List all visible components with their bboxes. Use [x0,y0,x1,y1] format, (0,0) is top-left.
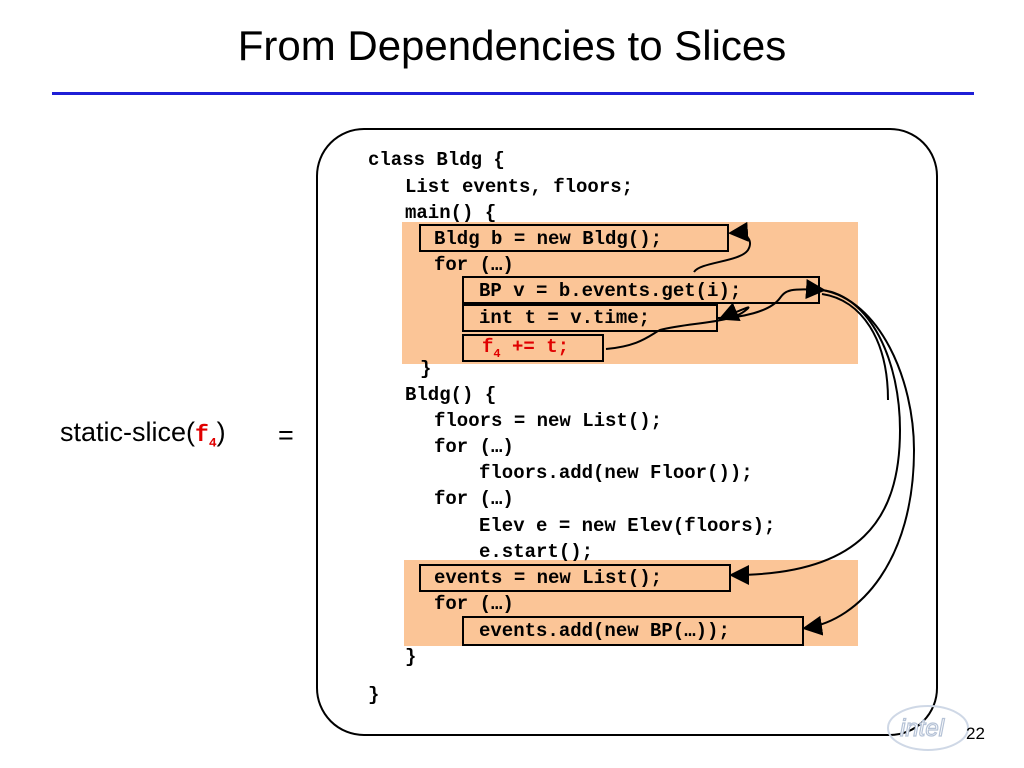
slice-box-criterion [462,334,604,362]
equals-sign: = [278,420,294,450]
code-line: class Bldg { [368,149,505,171]
slide-title: From Dependencies to Slices [237,22,787,69]
code-panel [316,128,938,736]
slice-box-time [462,304,718,332]
arrow-get-to-events-add [802,289,916,636]
arrow-get-outer-curve [821,293,889,401]
code-line: } [368,684,380,706]
code-line: events = new List(); [434,567,663,589]
logo-text: intel [900,715,945,742]
arrow-get-to-events-new [729,289,902,585]
highlight-ctor-region [404,560,858,646]
static-slice-label: static-slice(f4) [60,417,226,451]
slice-var-sub: 4 [208,435,217,451]
code-line: for (…) [434,488,514,510]
highlight-main-region [402,222,858,364]
code-line: e.start(); [479,541,594,563]
page-number: 22 [966,724,985,743]
intel-logo: intel [887,705,969,751]
slice-var-name: f [195,422,209,448]
code-line: main() { [405,202,497,224]
code-line: Bldg b = new Bldg(); [434,228,663,250]
slice-label-var: f4 [195,422,217,451]
code-line: int t = v.time; [479,307,651,329]
code-line: for (…) [434,593,514,615]
code-line: List events, floors; [405,176,634,198]
code-line-criterion: f4 += t; [482,336,569,365]
criterion-var: f [482,336,494,358]
slice-label-prefix: static-slice( [60,417,196,447]
code-line: floors = new List(); [434,410,663,432]
arrow-criterion-to-time [605,302,750,350]
code-line: BP v = b.events.get(i); [479,280,742,302]
code-line: } [420,358,432,380]
code-line: Elev e = new Elev(floors); [479,515,776,537]
code-line: } [405,646,417,668]
criterion-sub: 4 [493,346,501,361]
code-line: floors.add(new Floor()); [479,462,753,484]
code-line: for (…) [434,254,514,276]
title-divider [52,92,974,95]
slice-label-suffix: ) [216,417,226,447]
criterion-expr: += t; [512,336,570,358]
code-line: Bldg() { [405,384,497,406]
code-line: events.add(new BP(…)); [479,620,730,642]
arrow-get-to-bldg [693,221,751,273]
slice-box-bldg-ctor-call [419,224,729,252]
code-line: for (…) [434,436,514,458]
arrow-time-to-get [717,279,826,319]
